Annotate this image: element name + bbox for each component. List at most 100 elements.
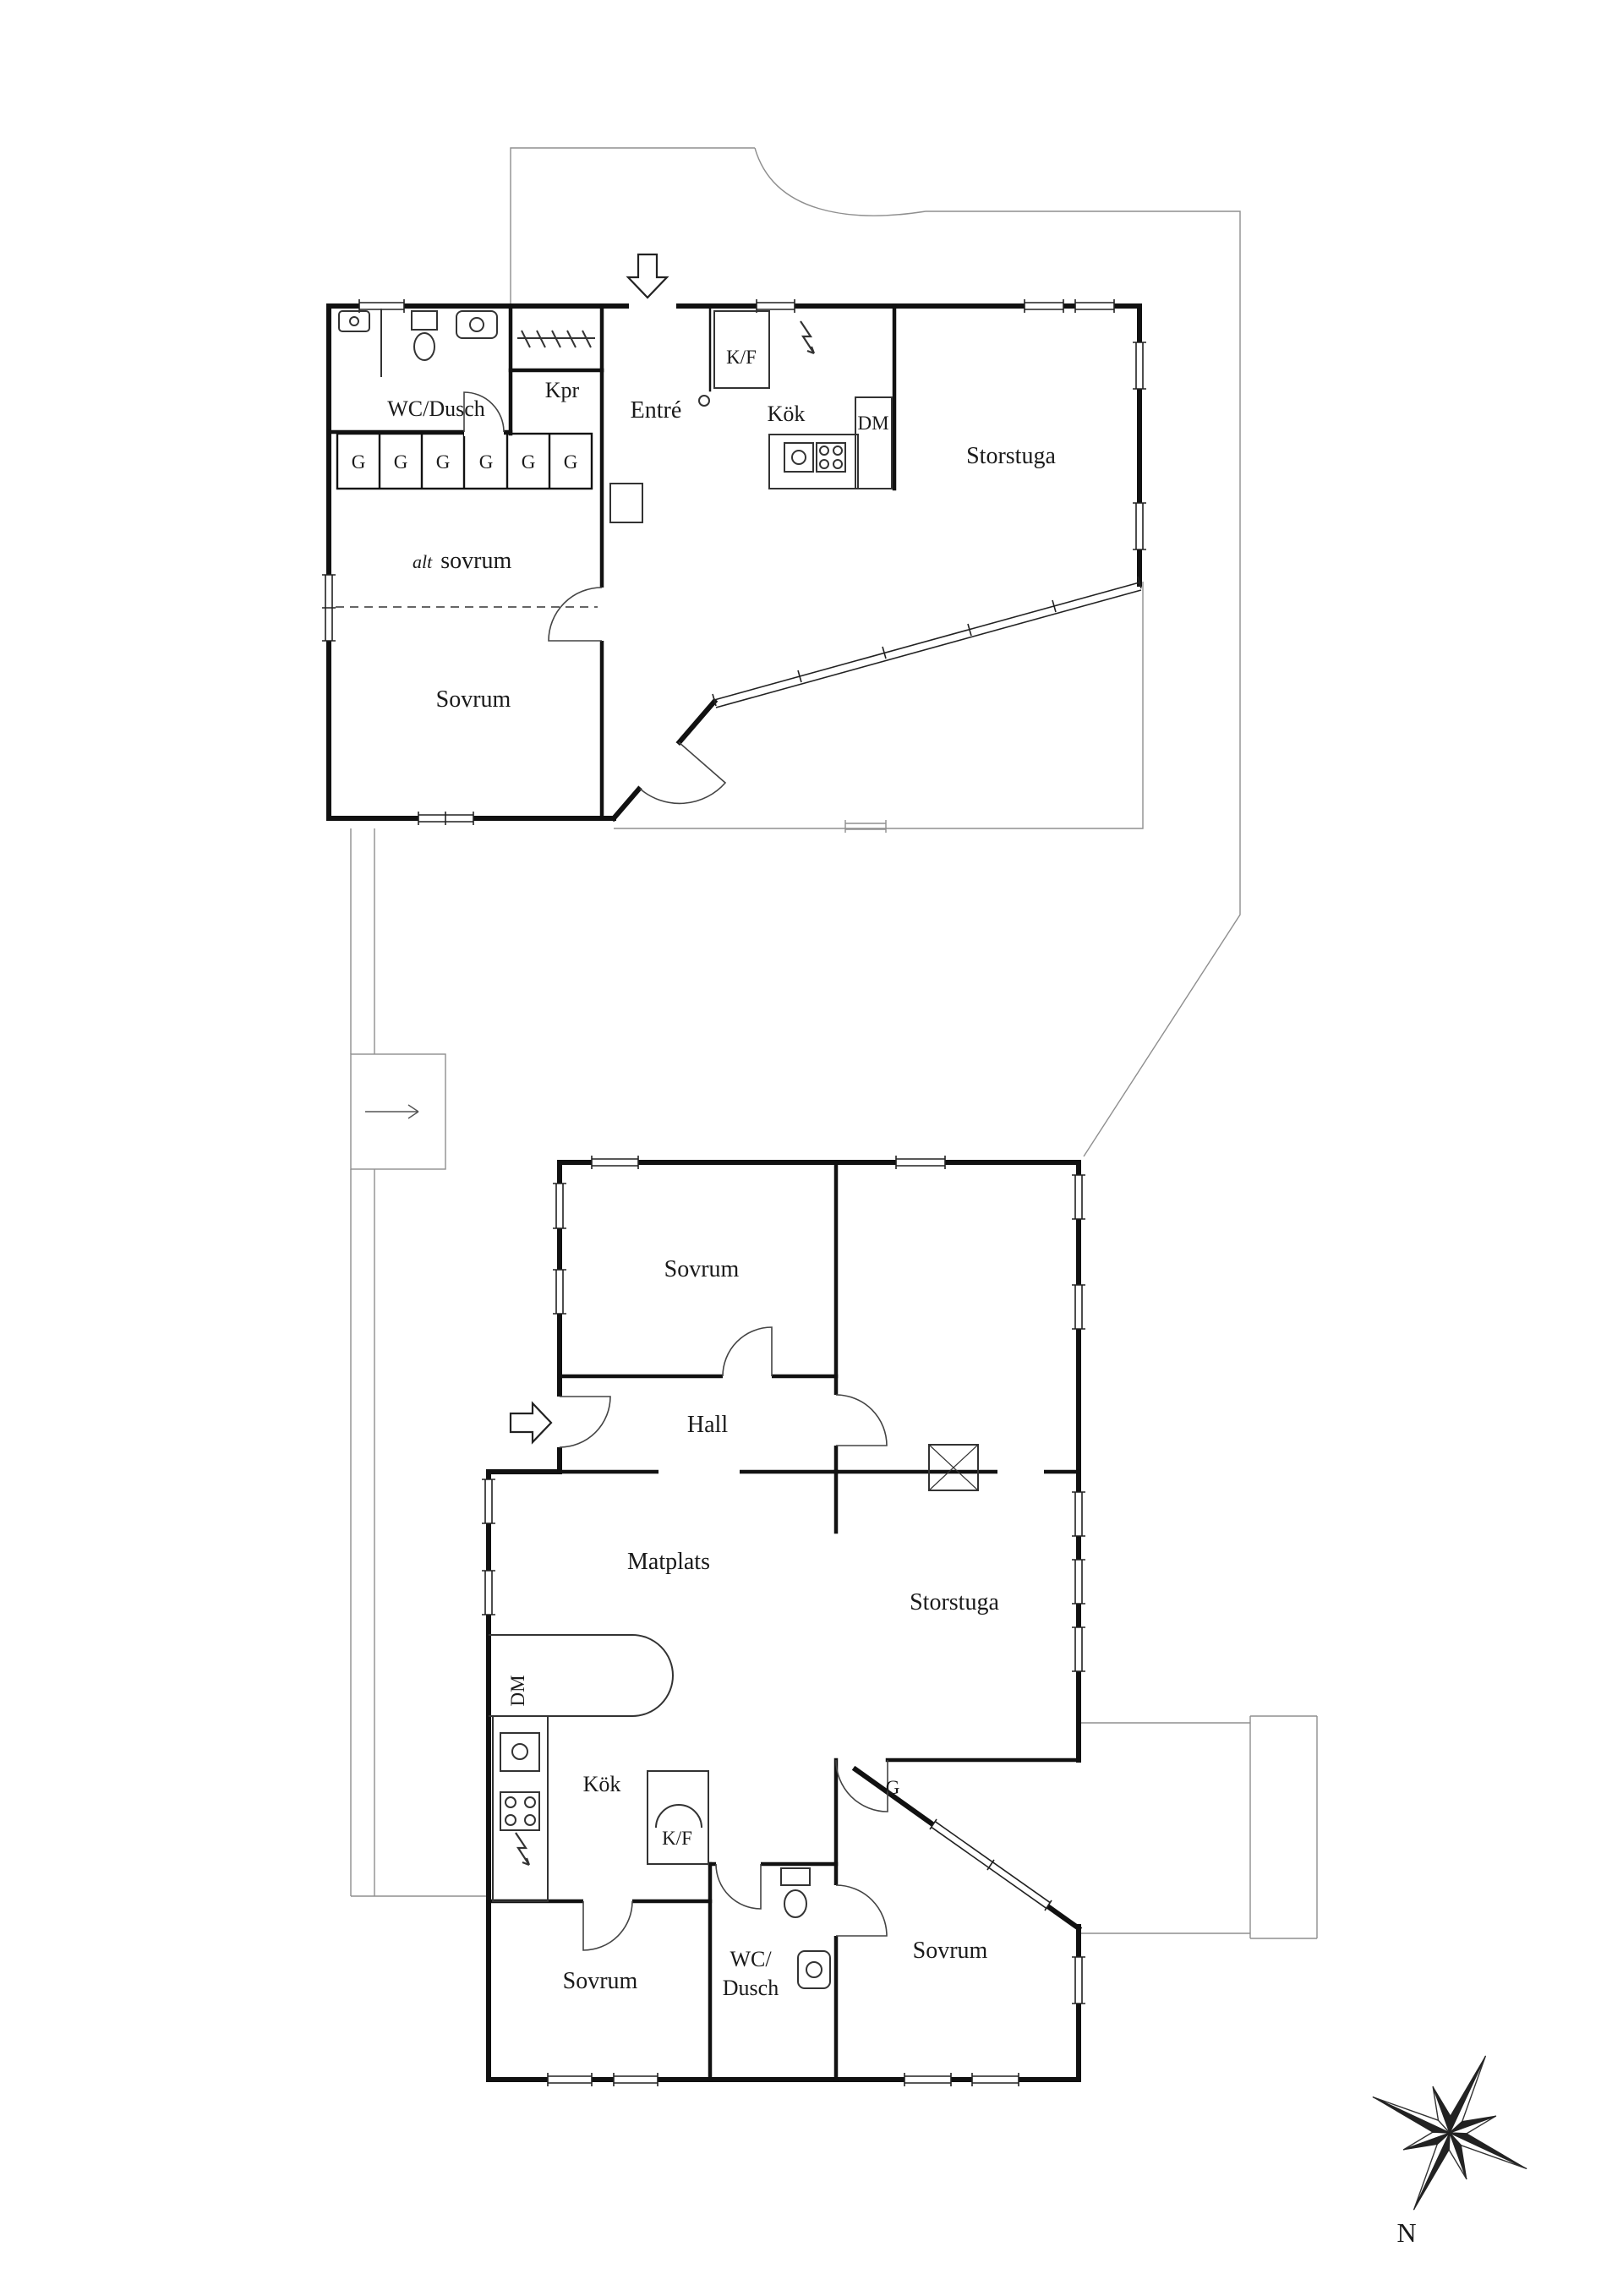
lower-interior-walls [486,1160,1081,2082]
toilet-bowl [784,1889,807,1918]
lower-entrance-arrow [509,1401,553,1445]
label-wc-line1: WC/ [730,1947,772,1971]
window [1072,1626,1085,1672]
burner [524,1796,536,1808]
sovrum-left-door [582,1900,633,1951]
kf-cabinet [647,1770,709,1865]
kitchen-stove [816,442,846,473]
label-kpr: Kpr [545,378,580,402]
entrance-door [559,1396,611,1448]
kitchen-sink-basin [791,450,806,465]
window [904,2073,952,2086]
compass-north-label: N [1396,2217,1416,2248]
window [1133,502,1146,550]
window [1072,1956,1085,2004]
burner [505,1814,516,1826]
label-alt: alt [413,551,433,572]
terrace-door [639,741,727,805]
window [1074,299,1115,313]
label-storstuga: Storstuga [966,443,1056,469]
label-sovrum-right: Sovrum [913,1938,988,1964]
label-g2: G [394,451,408,473]
burner [524,1814,536,1826]
window [1072,1491,1085,1537]
window [1024,299,1064,313]
terrace-window-tick [844,820,887,833]
label-kok-lower: Kök [583,1772,621,1796]
sovrum-top-door [722,1326,773,1377]
window [547,2073,593,2086]
shower-sink [338,310,370,332]
label-g6: G [564,451,578,473]
window [756,299,795,313]
kpr-hanging-rail [517,330,595,348]
label-g5: G [522,451,536,473]
lower-openings [484,1157,1084,2085]
toilet-bowl [413,332,435,361]
label-sovrum-left: Sovrum [563,1968,638,1994]
burner [505,1796,516,1808]
toilet-tank [780,1867,811,1886]
label-dm: DM [857,413,888,434]
label-matplats: Matplats [627,1549,710,1575]
window [322,574,336,642]
site-line-topleft [510,147,755,306]
wardrobe-dividers [378,434,551,489]
washbasin-tap [806,1961,822,1978]
window [591,1156,639,1169]
burner [819,446,829,456]
burner [833,459,843,469]
sovrum-right-door [835,1884,888,1937]
window [418,812,474,825]
kitchen-counter [768,434,859,489]
window [613,2073,658,2086]
site-curve-notch [754,147,926,216]
label-hall: Hall [687,1412,728,1438]
fireplace [928,1444,979,1491]
site-outline [350,147,1318,1939]
label-kf: K/F [726,347,757,368]
washbasin [797,1950,831,1989]
window [482,1479,495,1524]
upper-floor: WC/Dusch Kpr Entré K/F Kök DM Storstuga … [322,253,1146,825]
deck-outline [1079,1715,1318,1939]
chimney-shaft [609,483,643,523]
burner [819,459,829,469]
label-storstuga-lower: Storstuga [910,1589,999,1615]
label-g1: G [352,451,366,473]
lower-floor: Sovrum Hall Matplats Storstuga DM Kök K/… [482,1156,1085,2086]
window [971,2073,1019,2086]
midsection-door [835,1394,888,1446]
upper-wardrobe-row [336,432,593,490]
lower-fixtures [489,1444,979,1989]
kitchen-sink [784,442,814,473]
wc-door [715,1863,762,1910]
label-g4: G [479,451,494,473]
entry-floor-drain [698,395,710,407]
upper-entrance-arrow [626,253,669,299]
upper-fixtures [336,309,893,608]
kitchen-sink-basin [511,1743,528,1760]
lower-exterior-walls [486,1160,1083,2082]
lower-doors [559,1326,888,1951]
lower-labels: Sovrum Hall Matplats Storstuga DM Kök K/… [507,1256,999,2000]
window [895,1156,946,1169]
window [1072,1174,1085,1220]
upper-windows [322,299,1146,825]
electric-panel-icon [515,1832,531,1867]
kitchen-counter [492,1715,549,1902]
washbasin-tap [469,317,484,332]
wc-door [463,391,505,433]
washbasin [456,310,498,339]
upper-openings [324,301,1145,823]
walkway-arrow [365,1104,419,1119]
kitchen-stove [500,1791,540,1831]
label-kf-lower: K/F [662,1828,692,1849]
upper-labels: WC/Dusch Kpr Entré K/F Kök DM Storstuga … [352,347,1057,713]
kf-cabinet-arch [655,1804,702,1829]
label-sovrum-top: Sovrum [664,1256,740,1282]
window [553,1269,566,1315]
window-wall-diagonal [712,576,1142,708]
